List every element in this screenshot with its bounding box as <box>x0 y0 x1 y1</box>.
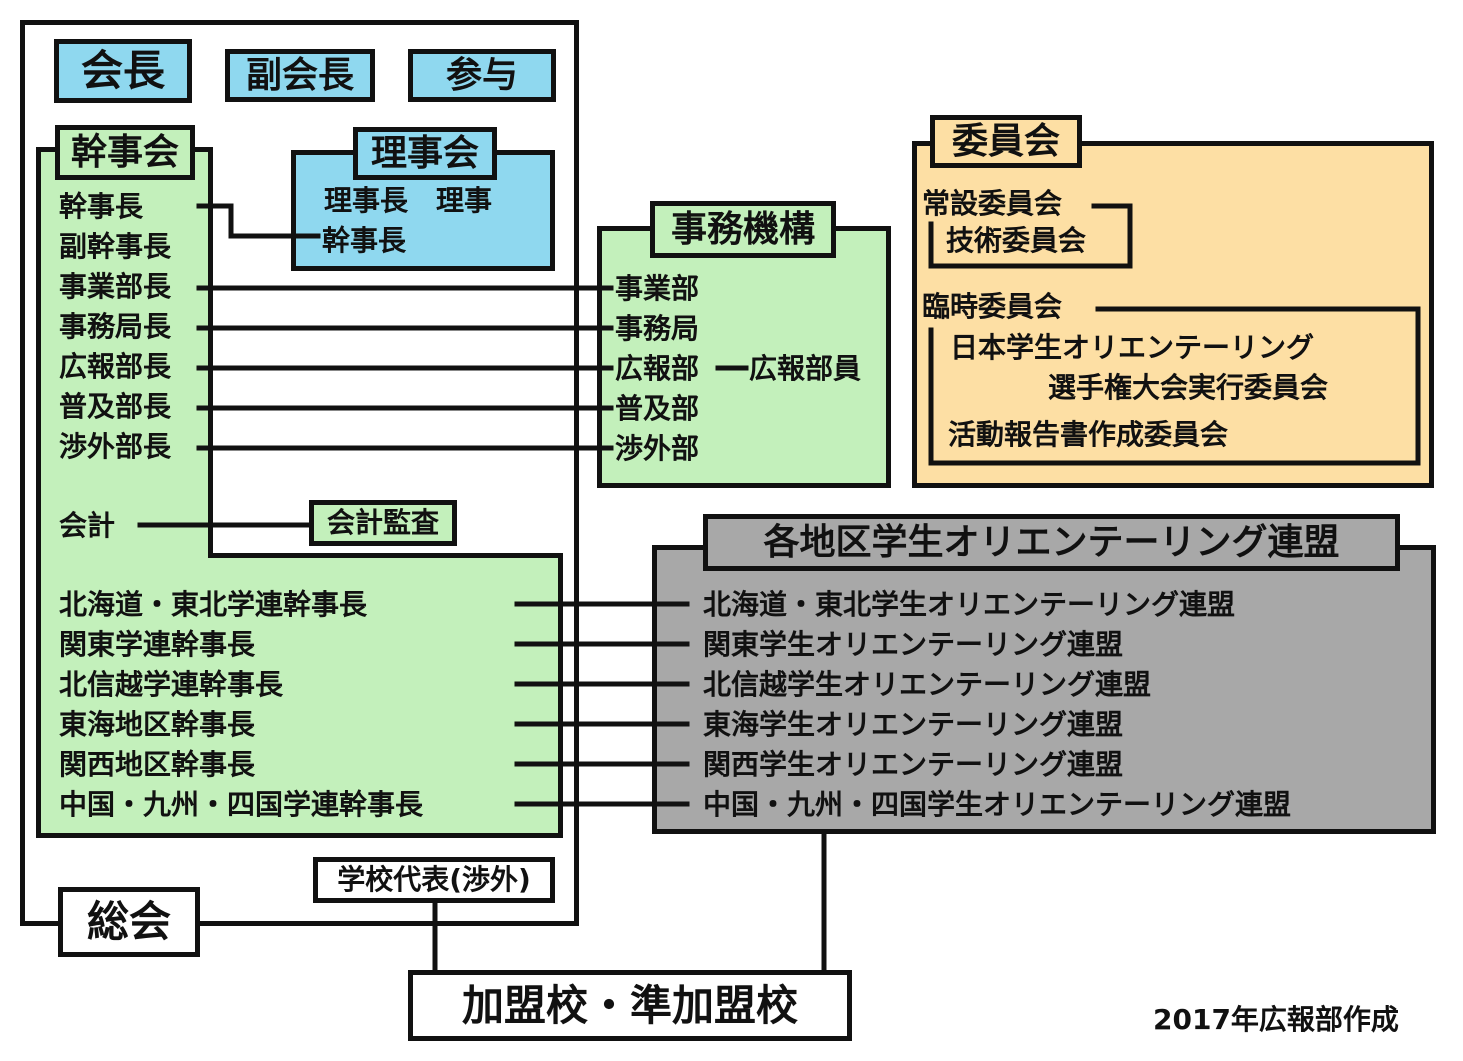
championship-committee-line1: 日本学生オリエンテーリング <box>950 331 1315 364</box>
committees-panel <box>912 141 1434 488</box>
activity-report-committee-label: 活動報告書作成委員会 <box>948 418 1229 451</box>
executive-committee-title: 幹事会 <box>55 125 195 180</box>
member-secretary-general: 幹事長 <box>59 190 144 223</box>
committees-title-text: 委員会 <box>951 121 1060 162</box>
federation-chugoku-kyushu-shikoku: 中国・九州・四国学生オリエンテーリング連盟 <box>703 788 1292 821</box>
member-schools-box: 加盟校・準加盟校 <box>408 970 852 1041</box>
dept-pr: 広報部 <box>615 352 700 385</box>
pr-staff: 広報部員 <box>749 352 862 385</box>
advisor-label: 参与 <box>445 55 518 96</box>
member-pr-head: 広報部長 <box>59 350 172 383</box>
auditor-label: 会計監査 <box>326 506 439 539</box>
treasurer-label: 会計 <box>59 509 116 542</box>
general-assembly-box: 総会 <box>58 887 200 957</box>
dept-business: 事業部 <box>615 272 700 305</box>
executive-committee-panel <box>36 147 213 567</box>
regional-federations-title: 各地区学生オリエンテーリング連盟 <box>703 514 1400 571</box>
federation-tokai: 東海学生オリエンテーリング連盟 <box>703 708 1124 741</box>
regional-head-kansai: 関西地区幹事長 <box>59 748 256 781</box>
administrative-organization-title: 事務機構 <box>650 201 836 258</box>
advisor-box: 参与 <box>408 49 556 102</box>
administrative-organization-title-text: 事務機構 <box>670 209 815 250</box>
federation-kanto: 関東学生オリエンテーリング連盟 <box>703 628 1124 661</box>
connector-secgen-to-board <box>196 203 321 239</box>
regional-head-kanto: 関東学連幹事長 <box>59 628 256 661</box>
member-business-head: 事業部長 <box>59 270 172 303</box>
board-secretary-general: 幹事長 <box>322 224 407 257</box>
regional-head-chugoku-kyushu-shikoku: 中国・九州・四国学連幹事長 <box>59 788 424 821</box>
administrative-organization-panel <box>597 226 891 488</box>
board-of-directors-title-text: 理事会 <box>370 133 479 174</box>
dept-external: 渉外部 <box>615 432 700 465</box>
credit-text: 2017年広報部作成 <box>1153 1003 1399 1036</box>
federation-hokkaido-tohoku: 北海道・東北学生オリエンテーリング連盟 <box>703 588 1236 621</box>
member-external-head: 渉外部長 <box>59 430 172 463</box>
standing-committee-label: 常設委員会 <box>922 187 1063 220</box>
board-chair-and-director: 理事長 理事 <box>324 184 493 217</box>
regional-head-hokushinetsu: 北信越学連幹事長 <box>59 668 284 701</box>
committees-title: 委員会 <box>930 115 1082 168</box>
executive-committee-title-text: 幹事会 <box>70 132 179 173</box>
member-secretariat-head: 事務局長 <box>59 310 172 343</box>
vice-president-box: 副会長 <box>225 49 375 102</box>
vice-president-label: 副会長 <box>245 55 354 96</box>
board-of-directors-title: 理事会 <box>353 127 497 180</box>
championship-committee-line2: 選手権大会実行委員会 <box>1048 371 1329 404</box>
technical-committee-label: 技術委員会 <box>946 224 1087 257</box>
regional-federations-panel <box>652 545 1436 834</box>
federation-hokushinetsu: 北信越学生オリエンテーリング連盟 <box>703 668 1152 701</box>
general-assembly-label: 総会 <box>86 897 171 946</box>
regional-head-tokai: 東海地区幹事長 <box>59 708 256 741</box>
panel-joint-line <box>208 553 563 558</box>
regional-heads-panel <box>36 556 563 838</box>
dept-secretariat: 事務局 <box>615 312 700 345</box>
regional-federations-title-text: 各地区学生オリエンテーリング連盟 <box>763 522 1340 563</box>
member-schools-label: 加盟校・準加盟校 <box>461 981 798 1030</box>
regional-head-hokkaido-tohoku: 北海道・東北学連幹事長 <box>59 588 368 621</box>
member-vice-secretary-general: 副幹事長 <box>59 230 172 263</box>
dept-promotion: 普及部 <box>615 392 700 425</box>
member-promotion-head: 普及部長 <box>59 390 172 423</box>
school-representative-label: 学校代表(渉外) <box>337 863 531 896</box>
temporary-committee-label: 臨時委員会 <box>922 290 1063 323</box>
standing-committee-bracket <box>928 203 1133 269</box>
president-label: 会長 <box>80 46 165 95</box>
federation-kansai: 関西学生オリエンテーリング連盟 <box>703 748 1124 781</box>
president-box: 会長 <box>54 39 192 103</box>
temporary-committee-bracket <box>928 306 1421 466</box>
